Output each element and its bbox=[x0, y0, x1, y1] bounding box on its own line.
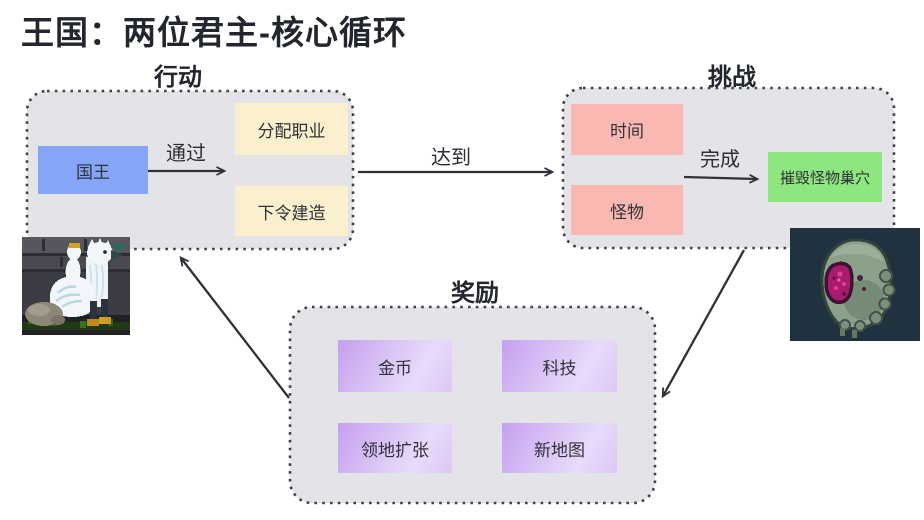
greed-monster-pixel-art-image bbox=[790, 228, 920, 341]
node-monster: 怪物 bbox=[571, 185, 683, 235]
arrow-label-through: 通过 bbox=[166, 143, 206, 165]
node-time: 时间 bbox=[571, 104, 683, 155]
node-assign-jobs: 分配职业 bbox=[235, 103, 348, 155]
node-destroy-nest: 摧毁怪物巢穴 bbox=[768, 152, 882, 202]
group-reward-label: 奖励 bbox=[451, 280, 499, 307]
group-reward-box bbox=[288, 305, 657, 505]
arrow-label-complete: 完成 bbox=[700, 149, 740, 171]
node-new-map: 新地图 bbox=[502, 423, 617, 473]
arrow-complete-destroy bbox=[683, 174, 760, 184]
node-territory-expand: 领地扩张 bbox=[338, 423, 452, 473]
arrow-reward-to-action bbox=[179, 256, 290, 399]
group-challenge-label: 挑战 bbox=[708, 64, 756, 91]
node-gold: 金币 bbox=[338, 340, 452, 392]
node-order-build: 下令建造 bbox=[235, 186, 348, 236]
node-king: 国王 bbox=[38, 146, 148, 194]
diagram-title: 王国：两位君主-核心循环 bbox=[21, 14, 407, 51]
griffin-pixel-art-image bbox=[22, 237, 130, 335]
arrow-label-reach: 达到 bbox=[431, 147, 471, 169]
arrow-challenge-to-reward bbox=[661, 249, 746, 399]
group-action-label: 行动 bbox=[154, 64, 202, 91]
node-tech: 科技 bbox=[502, 340, 617, 392]
